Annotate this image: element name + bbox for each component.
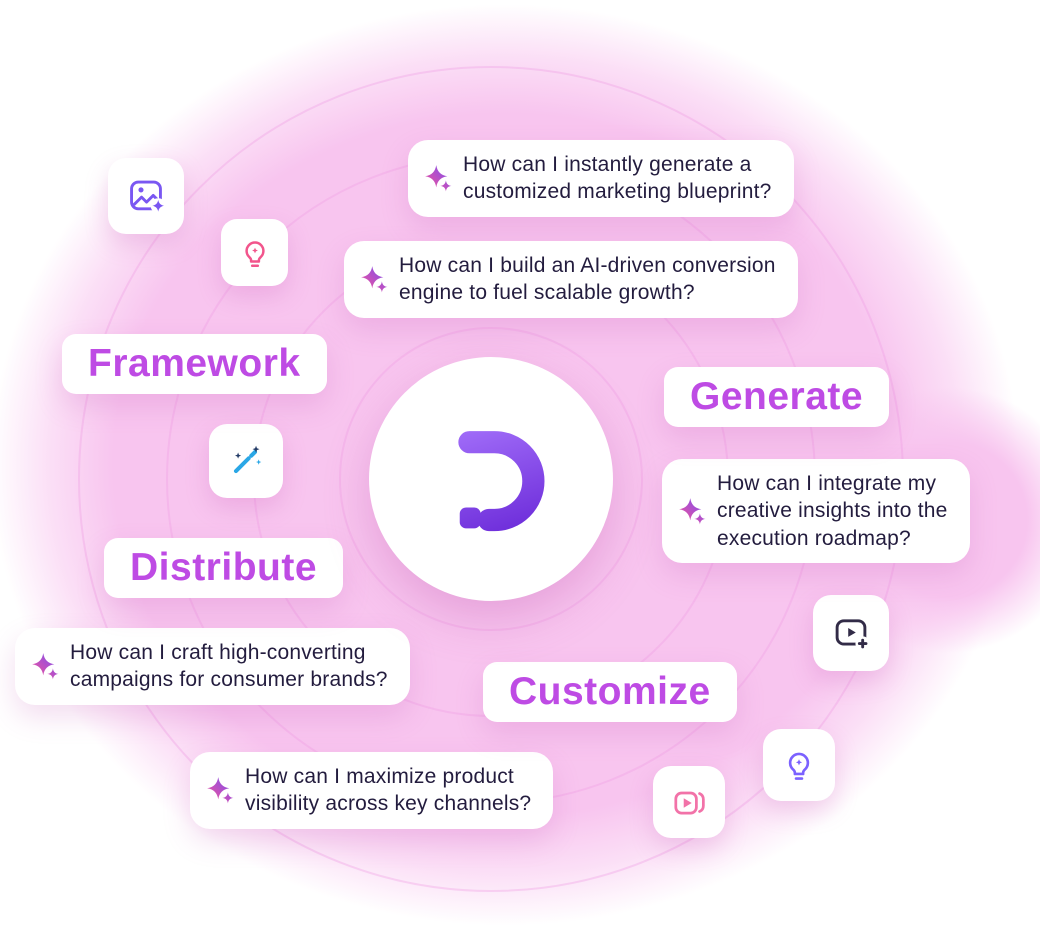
sparkle-icon (424, 164, 452, 192)
category-label-generate: Generate (664, 367, 890, 427)
category-label-framework: Framework (62, 334, 327, 394)
sparkle-icon (206, 776, 234, 804)
video-clips-icon (674, 791, 705, 815)
sparkle-icon (678, 497, 706, 525)
chat-bubble-campaigns: How can I craft high-converting campaign… (15, 628, 410, 705)
icon-tile-idea-purple (763, 729, 835, 801)
chat-bubble-creative-insights: How can I integrate my creative insights… (662, 459, 970, 563)
icon-tile-video-generate (813, 595, 889, 671)
brand-logo-circle (369, 357, 613, 601)
bubble-text: How can I craft high-converting campaign… (70, 641, 388, 692)
icon-tile-idea-pink (221, 219, 288, 286)
lightbulb-idea-icon (244, 240, 265, 267)
icon-tile-video-clips (653, 766, 725, 838)
category-label-customize: Customize (483, 662, 737, 722)
sparkle-icon (31, 652, 59, 680)
bubble-text: How can I integrate my creative insights… (717, 472, 948, 550)
image-sparkle-icon (130, 180, 166, 214)
lightbulb-idea-icon (788, 752, 810, 780)
bubble-text: How can I maximize product visibility ac… (245, 765, 532, 816)
chat-bubble-conversion-engine: How can I build an AI-driven conversion … (344, 241, 798, 318)
icon-tile-image (108, 158, 184, 234)
bubble-text: How can I build an AI-driven conversion … (399, 254, 776, 305)
chat-bubble-blueprint: How can I instantly generate a customize… (408, 140, 794, 217)
bubble-text: How can I instantly generate a customize… (463, 153, 772, 204)
brand-d-logo (458, 431, 545, 532)
category-label-distribute: Distribute (104, 538, 344, 598)
icon-tile-magic-wand (209, 424, 283, 498)
video-play-add-icon (835, 619, 870, 651)
magic-wand-icon (233, 445, 262, 474)
sparkle-icon (360, 265, 388, 293)
chat-bubble-visibility: How can I maximize product visibility ac… (190, 752, 554, 829)
